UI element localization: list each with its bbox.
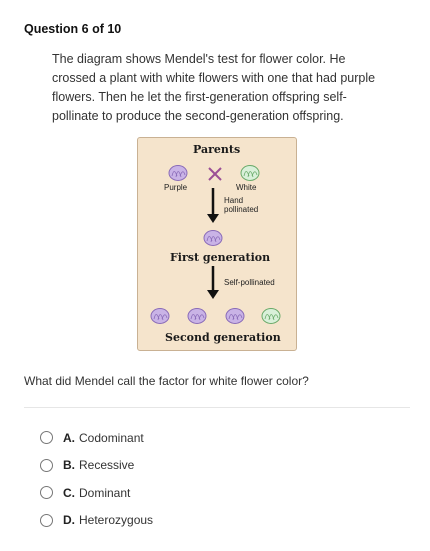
hand-label: Hand (224, 196, 244, 205)
second-gen-flower-4-icon (261, 308, 281, 324)
radio-a[interactable] (40, 431, 53, 445)
choice-b-letter: B. (63, 458, 75, 473)
choice-b-text: Recessive (79, 458, 135, 473)
choice-d-letter: D. (63, 513, 75, 528)
pollinated-label: pollinated (224, 205, 259, 214)
answer-choices: A. Codominant B. Recessive C. Dominant D. He… (40, 424, 153, 534)
choice-c[interactable]: C. Dominant (40, 479, 153, 507)
radio-d[interactable] (40, 513, 53, 527)
white-label: White (236, 183, 257, 192)
choice-a-text: Codominant (79, 430, 144, 445)
choice-d[interactable]: D. Heterozygous (40, 507, 153, 535)
choice-b[interactable]: B. Recessive (40, 452, 153, 480)
self-pollinated-label: Self-pollinated (224, 278, 275, 287)
choice-a-letter: A. (63, 430, 75, 445)
first-generation-flower-icon (203, 230, 223, 246)
question-counter: Question 6 of 10 (24, 22, 122, 36)
radio-b[interactable] (40, 458, 53, 472)
question-text: What did Mendel call the factor for whit… (24, 374, 309, 388)
choice-c-text: Dominant (79, 485, 131, 500)
mendel-cross-diagram: Parents Purple White Hand pollinated Fir… (137, 137, 297, 351)
second-gen-flower-2-icon (187, 308, 207, 324)
radio-c[interactable] (40, 486, 53, 500)
first-generation-label: First generation (170, 251, 271, 264)
choice-a[interactable]: A. Codominant (40, 424, 153, 452)
diagram-graphics (150, 165, 281, 324)
second-gen-flower-1-icon (150, 308, 170, 324)
second-gen-flower-3-icon (225, 308, 245, 324)
purple-label: Purple (164, 183, 188, 192)
question-prompt: The diagram shows Mendel's test for flow… (52, 52, 376, 123)
white-parent-flower-icon (240, 165, 260, 181)
divider (24, 407, 410, 408)
second-generation-label: Second generation (165, 331, 281, 344)
choice-d-text: Heterozygous (79, 513, 154, 528)
parents-label: Parents (193, 143, 241, 156)
choice-c-letter: C. (63, 485, 75, 500)
purple-parent-flower-icon (168, 165, 188, 181)
